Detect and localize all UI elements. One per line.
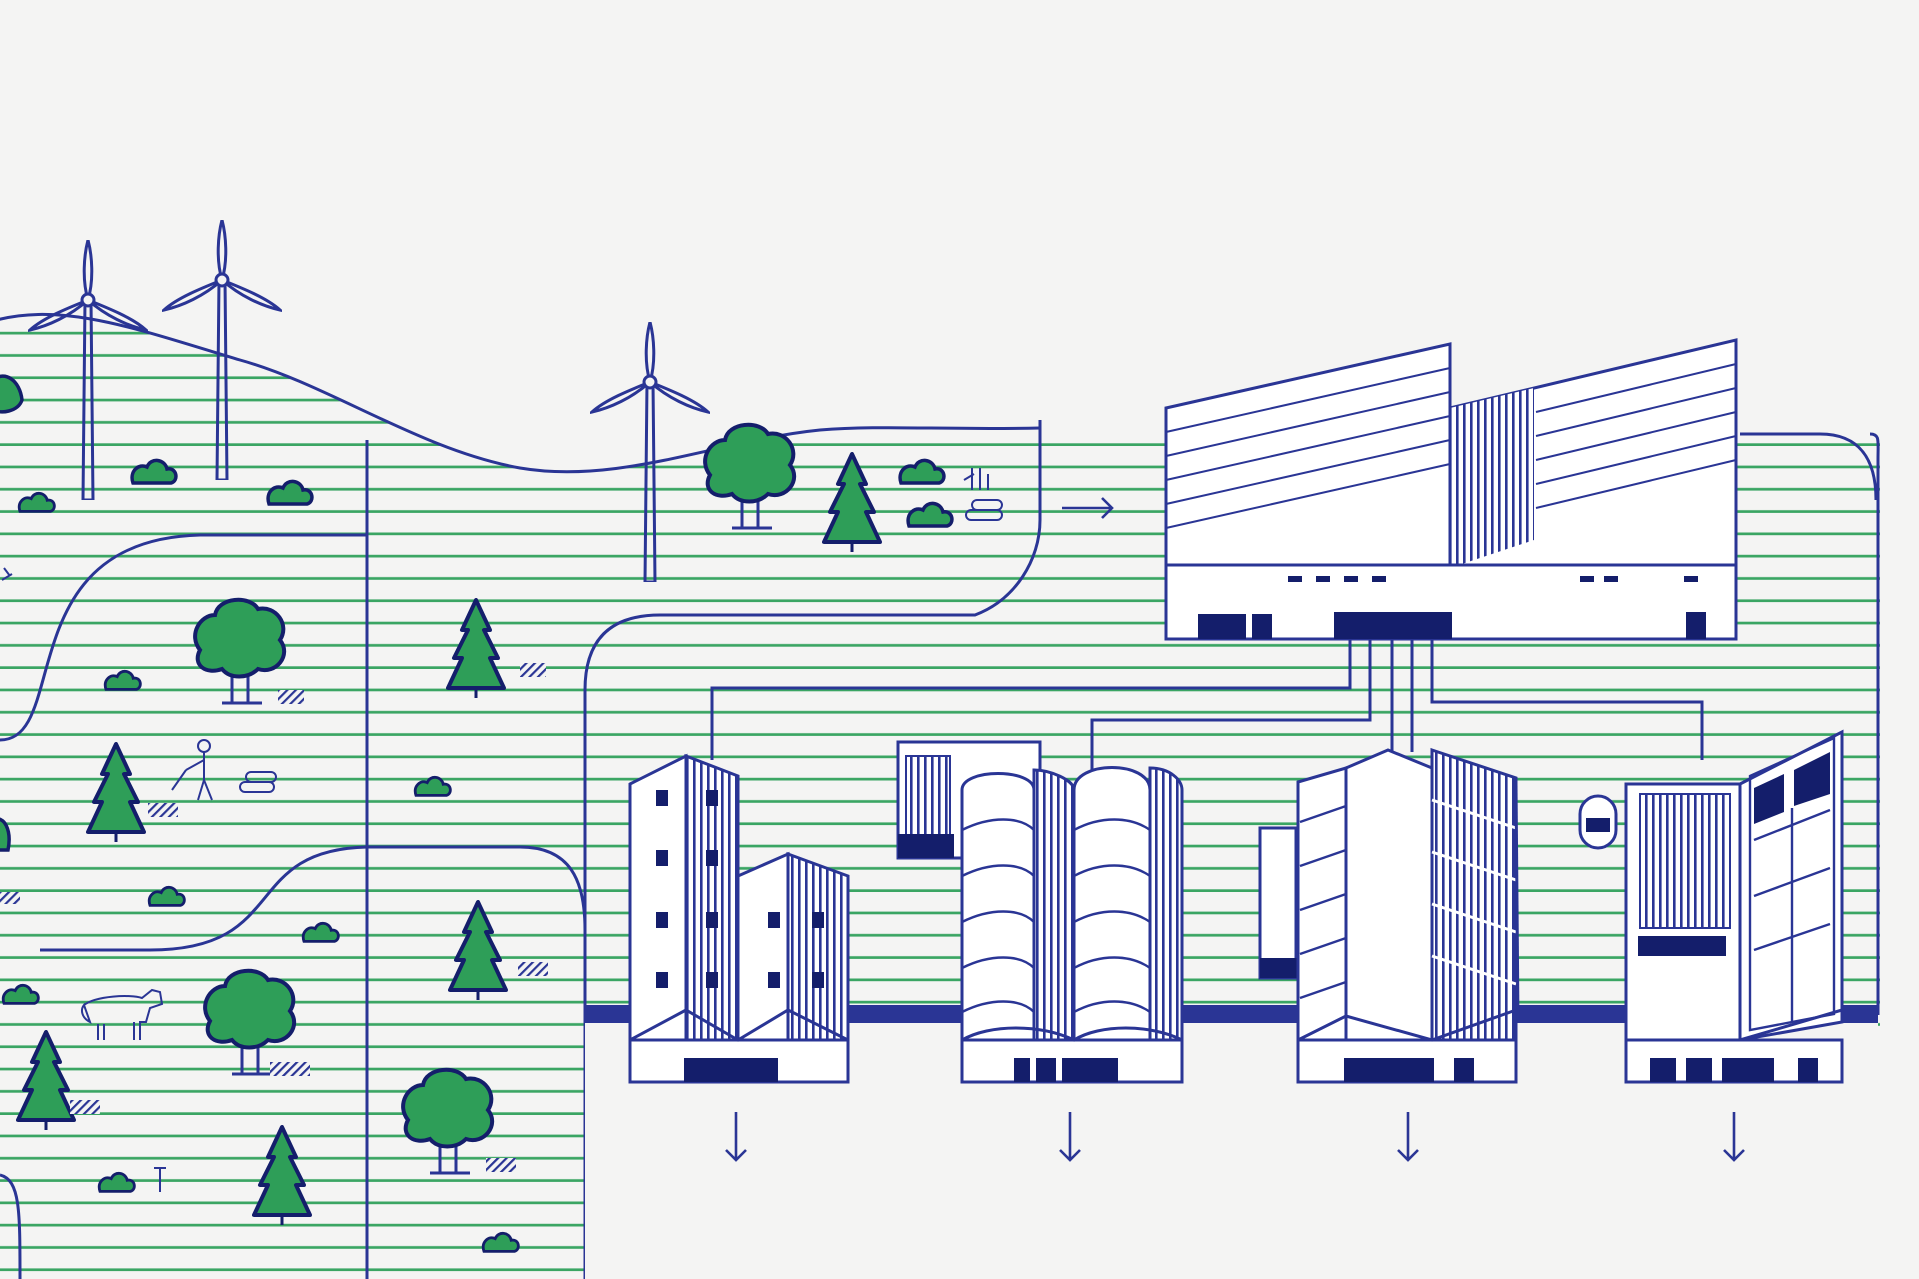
factory-building-icon <box>628 753 850 1084</box>
sprout-icon <box>1 468 989 1192</box>
farm-details <box>1 468 1003 1192</box>
factory-building-icon <box>1258 747 1618 1084</box>
cow-icon <box>81 988 164 1040</box>
log-pile-icon <box>239 499 1003 793</box>
factory-building-icon <box>1624 729 1844 1084</box>
worker-icon <box>171 739 213 801</box>
arrow-icon <box>1062 497 1114 519</box>
factory-building-icon <box>960 766 1184 1084</box>
main-factory <box>710 338 1738 790</box>
trees <box>0 374 954 1253</box>
